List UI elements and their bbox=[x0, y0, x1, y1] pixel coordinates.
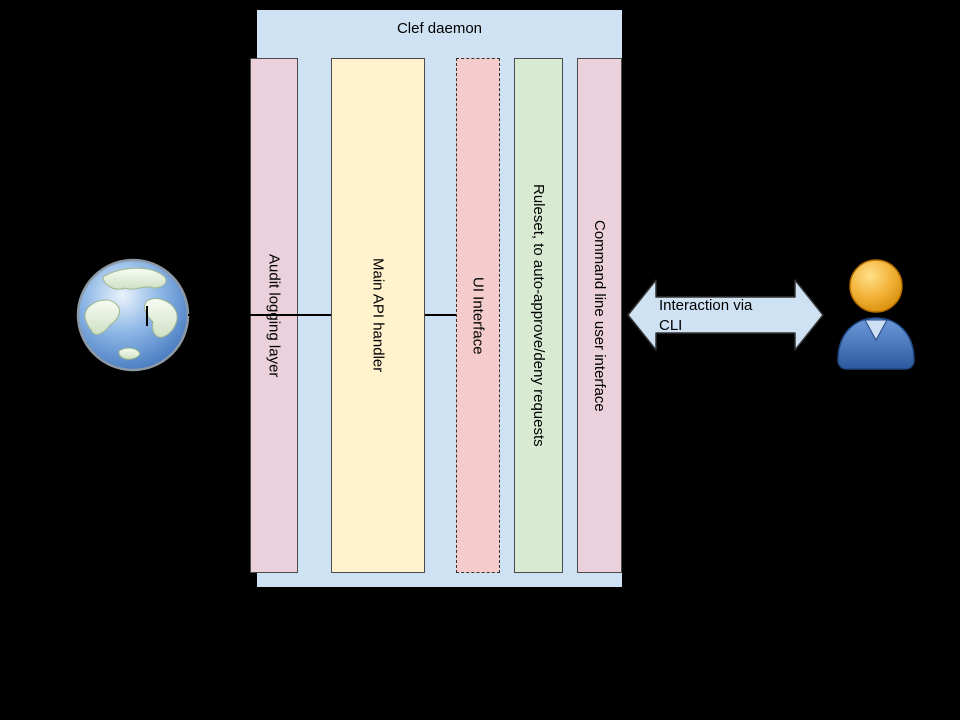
cli-interaction-arrow bbox=[627, 279, 824, 351]
user-icon-svg bbox=[837, 259, 915, 370]
connector-globe-to-api bbox=[188, 314, 331, 316]
clef-daemon-title: Clef daemon bbox=[396, 20, 483, 37]
command-line-ui-label: Command line user interface bbox=[591, 219, 608, 412]
column-main-api-handler: Main API handler bbox=[331, 58, 425, 573]
column-ui-interface: UI Interface bbox=[456, 58, 500, 573]
column-ruleset: Ruleset, to auto-approve/deny requests bbox=[514, 58, 563, 573]
connector-api-to-ui bbox=[425, 314, 456, 316]
globe-icon-svg bbox=[76, 258, 190, 372]
main-api-handler-label: Main API handler bbox=[369, 258, 387, 373]
clef-daemon-container: Clef daemon bbox=[257, 10, 622, 587]
ui-interface-label: UI Interface bbox=[469, 276, 487, 355]
column-command-line-ui: Command line user interface bbox=[577, 58, 622, 573]
globe-icon bbox=[75, 257, 191, 373]
globe-connector-tick bbox=[146, 306, 148, 326]
ruleset-label: Ruleset, to auto-approve/deny requests bbox=[530, 184, 547, 447]
interaction-via-cli-label: Interaction via CLI bbox=[659, 297, 753, 334]
double-arrow-icon bbox=[627, 279, 824, 351]
user-icon bbox=[832, 252, 920, 374]
